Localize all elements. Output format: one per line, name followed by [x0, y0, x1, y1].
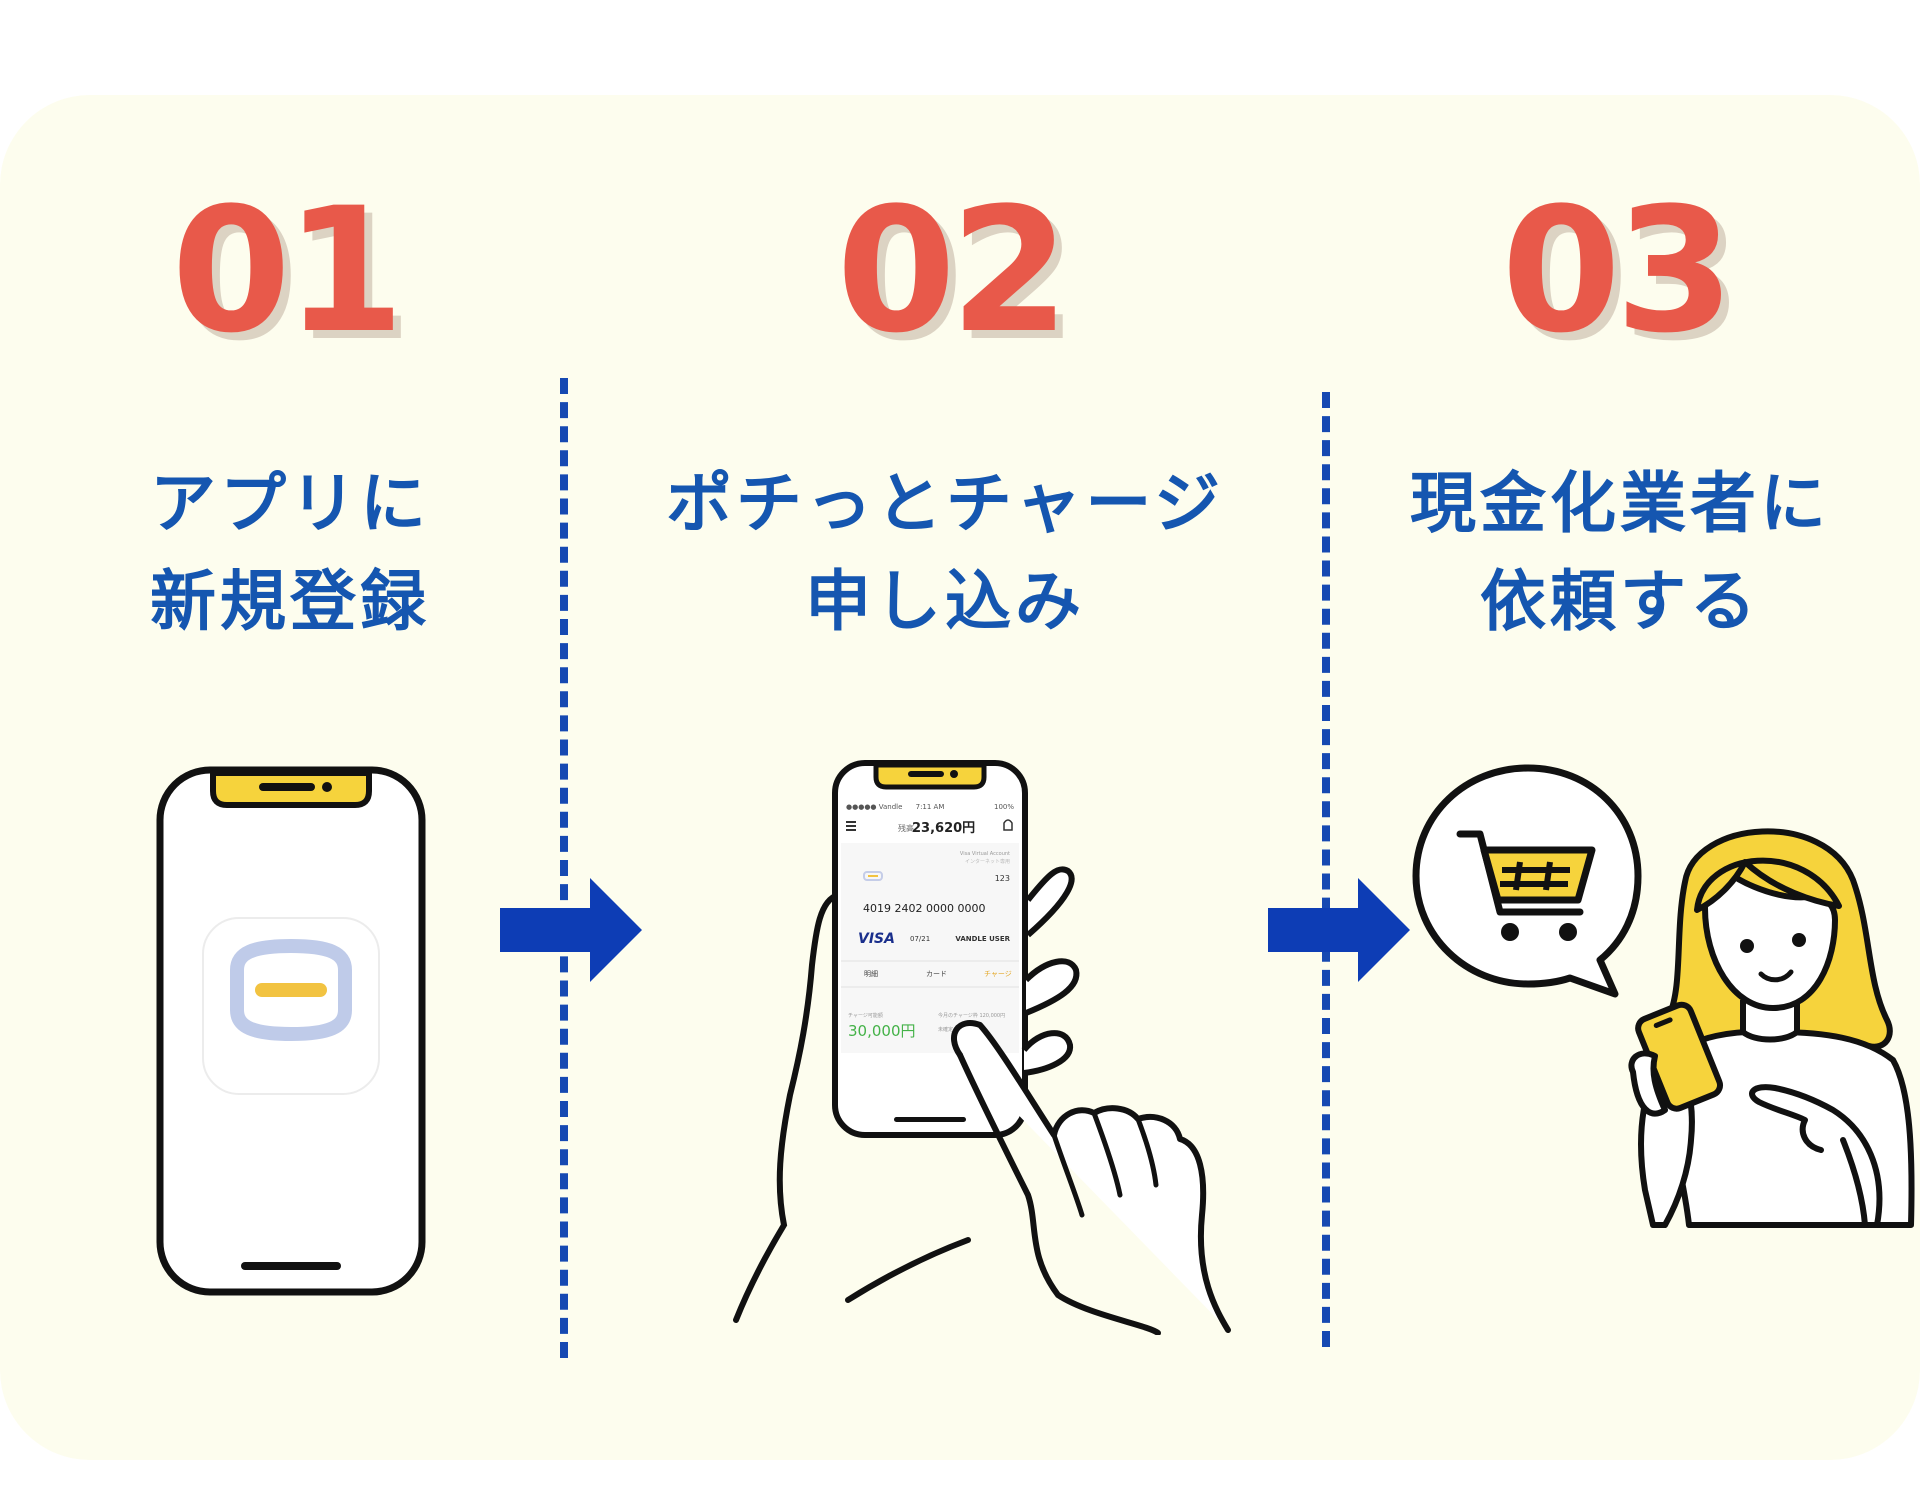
arrow-right-icon — [500, 878, 642, 982]
card-cvc: 123 — [995, 874, 1010, 883]
app-icon — [202, 917, 380, 1095]
step-title-1-line-1: アプリに — [150, 465, 430, 542]
balance-value: 23,620円 — [912, 821, 975, 836]
step-number-3: 03 — [1501, 170, 1734, 371]
menu-icon[interactable] — [846, 821, 856, 831]
step-title-3-line-2: 依頼する — [1480, 563, 1760, 640]
charge-available-value: 30,000円 — [848, 1022, 916, 1040]
step-number-1: 01 — [171, 170, 404, 371]
step-title-2-line-1: ポチっとチャージ — [665, 465, 1225, 542]
step-title-3-line-1: 現金化業者に — [1410, 465, 1830, 542]
step-number-2: 02 — [836, 170, 1069, 371]
monthly-limit-label: 今月のチャージ枠 120,000円 — [938, 1012, 1005, 1019]
card-holder: VANDLE USER — [955, 935, 1010, 943]
card-brand-label: Visa Virtual Account — [960, 851, 1010, 857]
balance-label: 残高 — [898, 823, 914, 833]
arrow-right-icon — [1268, 878, 1410, 982]
status-time: 7:11 AM — [916, 803, 945, 811]
step-title-2-line-2: 申し込み — [805, 563, 1085, 640]
card-expiry: 07/21 — [910, 935, 930, 943]
tab-history[interactable]: 明細 — [864, 969, 878, 978]
divider-1 — [560, 378, 568, 1358]
smartphone-icon — [156, 766, 426, 1296]
hand-icon: ●●●●● Vandle 7:11 AM 100% 残高 23,620円 Vis… — [733, 760, 1231, 1335]
divider-2 — [1322, 392, 1330, 1347]
woman-with-phone-icon — [1628, 828, 1915, 1228]
shopping-cart-icon — [1456, 830, 1596, 941]
step-title-1-line-2: 新規登録 — [150, 563, 430, 640]
speech-bubble-icon — [1412, 764, 1642, 998]
status-battery: 100% — [994, 803, 1014, 811]
card-number: 4019 2402 0000 0000 — [863, 902, 985, 915]
bell-icon[interactable] — [1003, 819, 1013, 831]
card-brand: VISA — [858, 931, 895, 947]
status-carrier: ●●●●● Vandle — [846, 803, 902, 811]
tab-card[interactable]: カード — [926, 970, 947, 978]
step-title-2: ポチっとチャージ 申し込み — [635, 455, 1255, 651]
tab-charge[interactable]: チャージ — [984, 970, 1012, 978]
card-sub-label: インターネット専用 — [965, 858, 1010, 865]
charge-available-label: チャージ可能額 — [848, 1012, 883, 1019]
step-title-1: アプリに 新規登録 — [0, 455, 600, 651]
step-title-3: 現金化業者に 依頼する — [1310, 455, 1920, 651]
